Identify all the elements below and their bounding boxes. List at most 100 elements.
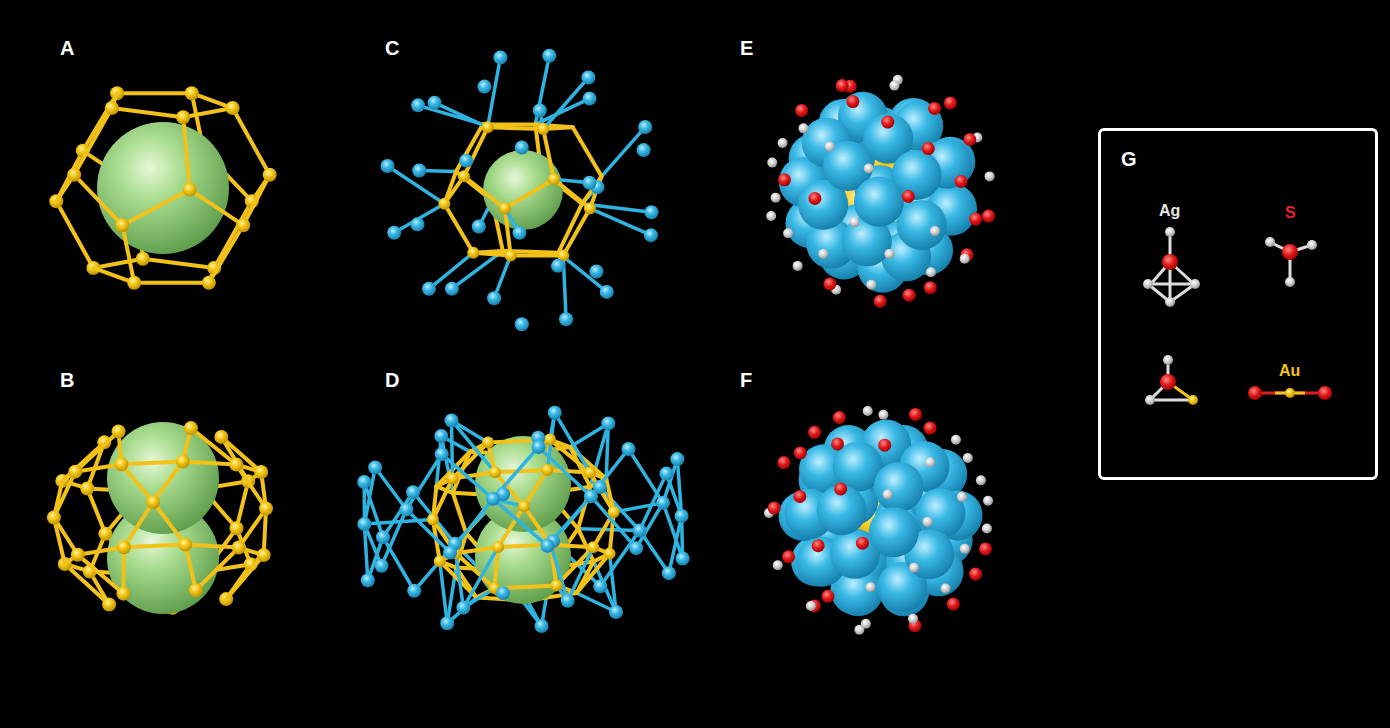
bond-line: [394, 204, 444, 233]
atom-ball: [232, 541, 246, 555]
atom-ball: [438, 198, 450, 210]
atom-ball: [427, 514, 439, 526]
staple-atom: [982, 210, 995, 223]
staple-atom: [925, 457, 935, 467]
bond-line: [74, 175, 122, 225]
bond-line: [87, 488, 105, 533]
panel-letter: F: [740, 370, 752, 390]
panel-letter: A: [60, 38, 74, 58]
staple-atom: [825, 141, 835, 151]
bond-line: [134, 281, 209, 285]
staple-atom: [878, 410, 888, 420]
atom-ball: [609, 605, 623, 619]
bond-line: [547, 470, 590, 473]
panel-letter: G: [1121, 149, 1137, 169]
atom-ball: [496, 586, 510, 600]
staple-atom: [924, 422, 937, 435]
atom-ball: [434, 429, 448, 443]
atom-ball: [80, 481, 94, 495]
staple-atom: [889, 81, 899, 91]
atom-label: S: [1285, 205, 1296, 221]
bond-line: [434, 103, 487, 128]
atom-ball: [445, 413, 459, 427]
staple-atom: [957, 492, 967, 502]
bond-line: [124, 545, 185, 548]
atom-ball: [236, 218, 250, 232]
atom-ball: [561, 594, 575, 608]
atom-ball: [202, 276, 216, 290]
atom-ball: [229, 458, 243, 472]
staple-atom: [836, 79, 849, 92]
bond-line: [239, 509, 266, 548]
bond-line: [226, 555, 263, 599]
bond-line: [406, 509, 450, 552]
legend-atom: [1282, 244, 1298, 260]
bond-line: [143, 259, 214, 268]
staple-atom: [793, 261, 803, 271]
bond-line: [456, 547, 498, 553]
atom-ball: [440, 616, 454, 630]
atom-ball: [587, 541, 599, 553]
staple-atom: [767, 158, 777, 168]
atom-ball: [584, 489, 598, 503]
staple-atom: [903, 289, 916, 302]
bond-line: [433, 479, 453, 520]
staple-atom: [960, 254, 970, 264]
staple-atom: [874, 295, 887, 308]
staple-atom: [866, 582, 876, 592]
legend-atom: [1190, 279, 1200, 289]
atom-ball: [583, 92, 597, 106]
legend-atom: [1318, 386, 1332, 400]
atom-ball: [254, 465, 268, 479]
bond-line: [196, 548, 239, 591]
atom-ball: [136, 252, 150, 266]
atom-ball: [357, 475, 371, 489]
legend-atom: [1145, 395, 1155, 405]
atom-ball: [477, 80, 491, 94]
staple-atom: [861, 619, 871, 629]
bond-line: [677, 459, 681, 516]
atom-ball: [47, 511, 61, 525]
staple-atom: [808, 192, 821, 205]
atom-ball: [621, 442, 635, 456]
bond-line: [74, 108, 112, 175]
bond-line: [56, 201, 93, 268]
bond-line: [190, 190, 243, 226]
bond-line: [464, 127, 488, 176]
atom-ball: [257, 548, 271, 562]
bond-line: [543, 78, 588, 130]
atom-ball: [458, 170, 470, 182]
staple-atom: [878, 439, 891, 452]
bond-line: [440, 561, 447, 623]
atom-ball: [482, 121, 494, 133]
atom-ball: [659, 467, 673, 481]
bond-line: [578, 529, 640, 531]
atom-ball: [638, 120, 652, 134]
atom-ball: [114, 457, 128, 471]
staple-atom: [795, 104, 808, 117]
atom-ball: [376, 530, 390, 544]
atom-ball: [535, 619, 549, 633]
atom-ball: [214, 430, 228, 444]
bond-line: [493, 499, 547, 546]
atom-ball: [435, 447, 449, 461]
atom-ball: [518, 500, 530, 512]
bond-line: [191, 428, 236, 464]
atom-ball: [541, 464, 553, 476]
staple-atom: [778, 173, 791, 186]
atom-ball: [127, 276, 141, 290]
bond-line: [452, 420, 495, 472]
bond-line: [221, 437, 261, 472]
staple-atom: [794, 446, 807, 459]
bond-line: [56, 151, 83, 201]
atom-ball: [548, 173, 560, 185]
atom-ball: [184, 421, 198, 435]
bond-line: [65, 564, 109, 605]
atom-ball: [584, 466, 596, 478]
bond-line: [614, 503, 663, 512]
bond-line: [590, 208, 651, 235]
atom-ball: [361, 573, 375, 587]
staple-atom: [926, 267, 936, 277]
bond-line: [524, 470, 547, 506]
bond-line: [563, 208, 590, 255]
